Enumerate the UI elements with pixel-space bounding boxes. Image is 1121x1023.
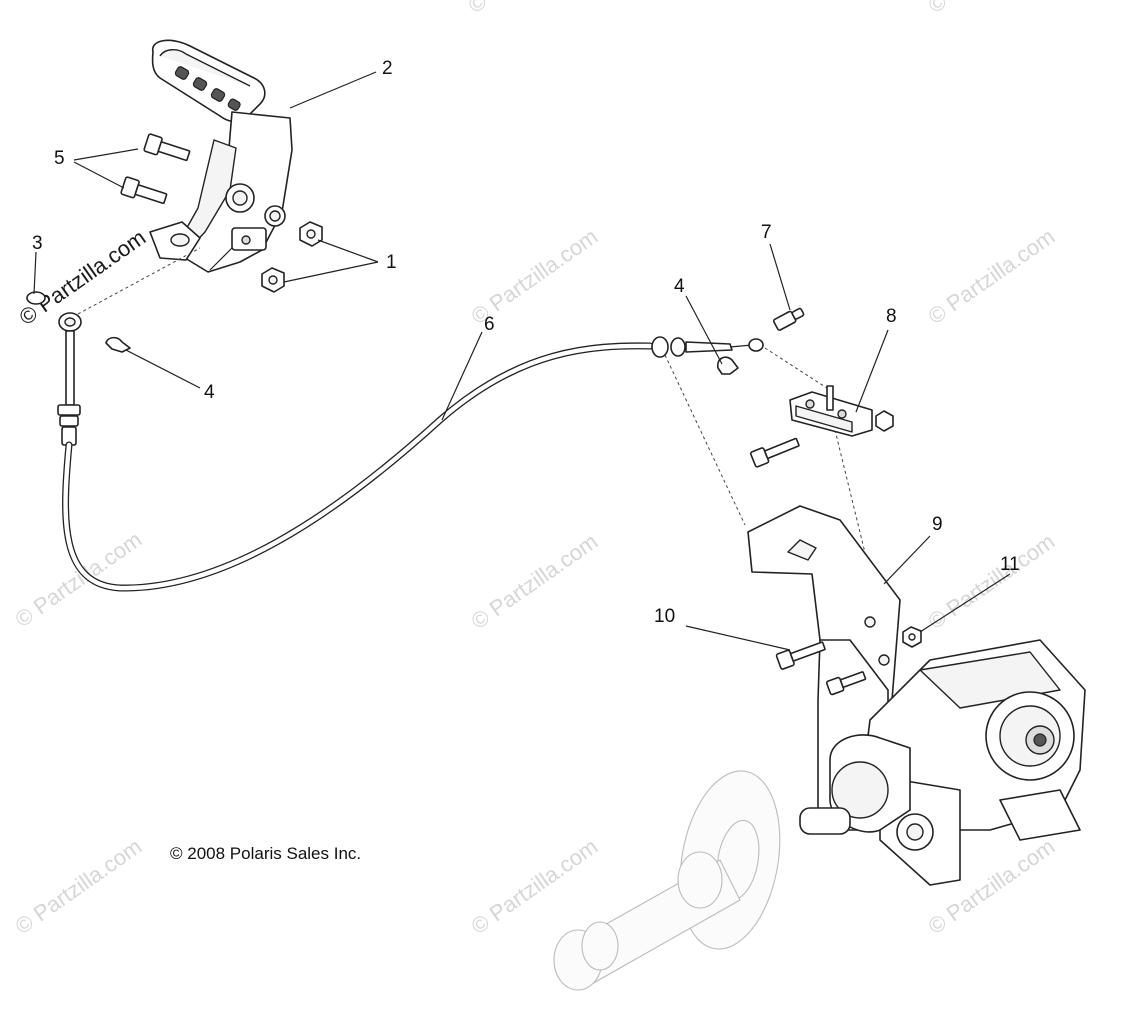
caliper-8	[749, 385, 894, 468]
clip-4-right	[716, 356, 739, 375]
watermark: © Partzilla.com	[924, 0, 1060, 18]
callout-2: 2	[382, 58, 393, 79]
nut-11	[902, 626, 922, 648]
brake-disc-and-driveshaft	[553, 770, 781, 991]
copyright-notice: © 2008 Polaris Sales Inc.	[170, 844, 361, 863]
watermark: © Partzilla.com	[467, 834, 603, 940]
callout-1: 1	[386, 252, 397, 273]
callout-9: 9	[932, 514, 943, 535]
pin-7	[772, 307, 805, 331]
callout-7: 7	[761, 222, 772, 243]
alignment-line	[764, 347, 831, 391]
callout-4-right: 4	[674, 276, 685, 297]
cable-lever-end	[26, 291, 82, 446]
callout-3: 3	[32, 233, 43, 254]
callout-5: 5	[54, 148, 65, 169]
alignment-line	[77, 247, 201, 315]
bolts-5	[120, 133, 191, 205]
callout-11: 11	[1000, 554, 1020, 575]
watermark: © Partzilla.com	[467, 529, 603, 635]
bolt-10	[775, 641, 867, 696]
watermark: © Partzilla.com	[11, 834, 147, 940]
callout-6: 6	[484, 314, 495, 335]
watermark: © Partzilla.com	[464, 0, 600, 18]
brake-lever-assembly	[149, 39, 293, 273]
watermark: © Partzilla.com	[11, 527, 147, 633]
alignment-line	[834, 429, 869, 566]
watermark: © Partzilla.com	[0, 0, 114, 16]
alignment-line	[664, 354, 746, 526]
nuts-1	[261, 221, 323, 293]
callout-8: 8	[886, 306, 897, 327]
callout-10: 10	[654, 606, 675, 627]
gearcase	[799, 639, 1086, 886]
callouts: 2 5 3 1 4 6 4 7 8 9 11 10	[32, 58, 1020, 627]
leader-lines	[33, 71, 1011, 651]
clip-4-left	[105, 336, 131, 353]
watermark: © Partzilla.com	[924, 529, 1060, 635]
callout-4-left: 4	[204, 382, 215, 403]
watermark: © Partzilla.com	[924, 224, 1060, 330]
brake-cable	[62, 336, 764, 592]
